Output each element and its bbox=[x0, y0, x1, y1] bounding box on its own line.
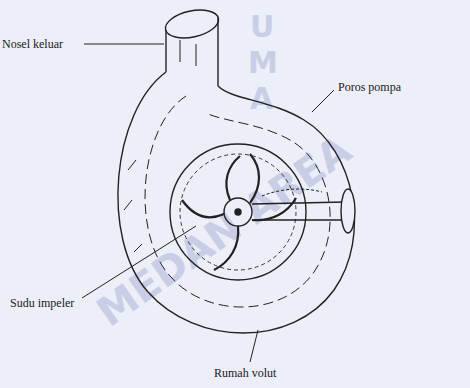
part-label: Sudu impeler bbox=[10, 296, 74, 310]
watermark: MEDAN AREA bbox=[90, 129, 358, 333]
nozzle-opening bbox=[163, 6, 221, 43]
nozzle-hatching bbox=[180, 40, 196, 66]
watermark: U bbox=[250, 12, 274, 42]
nozzle-wall bbox=[165, 30, 166, 72]
leader-lines bbox=[82, 44, 334, 362]
impeller-rim bbox=[170, 144, 306, 280]
watermark: M bbox=[248, 48, 278, 78]
pump-shaft bbox=[252, 202, 345, 220]
impeller-vanes bbox=[182, 154, 296, 270]
nozzle-wall bbox=[217, 18, 218, 86]
impeller-hub bbox=[224, 198, 252, 226]
shaft-seal bbox=[262, 189, 322, 196]
impeller-eye bbox=[235, 209, 241, 215]
shaft-flange bbox=[341, 189, 355, 233]
watermark: A bbox=[250, 84, 273, 114]
part-label: Rumah volut bbox=[214, 366, 276, 380]
part-label: Nosel keluar bbox=[2, 37, 63, 51]
volute-inner bbox=[145, 96, 330, 307]
casing-hatching bbox=[124, 160, 142, 252]
volute-casing bbox=[118, 72, 354, 333]
part-label: Poros pompa bbox=[338, 80, 401, 94]
impeller-shroud bbox=[180, 154, 296, 270]
